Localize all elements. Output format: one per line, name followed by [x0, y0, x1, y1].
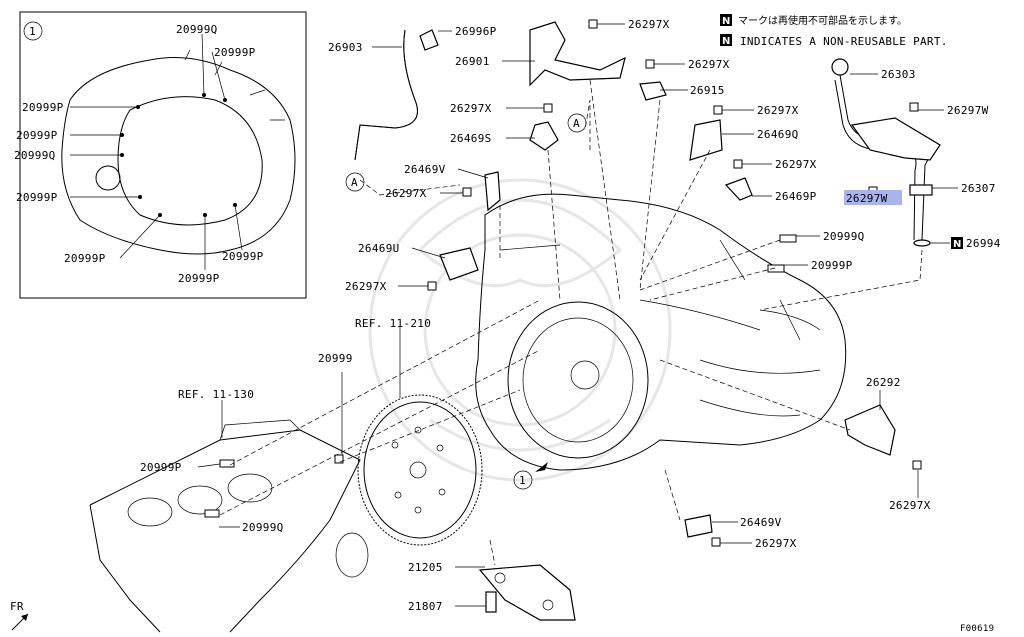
- view-marker: 1: [513, 462, 548, 490]
- view-marker-label: 1: [519, 474, 526, 487]
- label-26915: 26915: [690, 84, 725, 97]
- figure-id: F00619: [960, 624, 994, 634]
- label-20999q-left: 20999Q: [242, 521, 284, 534]
- label-26297x-h: 26297X: [889, 499, 931, 512]
- small-brackets: [439, 21, 896, 538]
- label-inset-20999p-l2: 20999P: [16, 129, 58, 142]
- label-26297x-d: 26297X: [757, 104, 799, 117]
- marker-a-left-label: A: [351, 176, 358, 189]
- legend-jp: マークは再使用不可部品を示します。: [738, 14, 907, 27]
- n-symbol-box-26994: [951, 237, 963, 249]
- label-ref-11-130: REF. 11-130: [178, 388, 254, 401]
- leader-lines: [197, 23, 958, 607]
- label-inset-20999p-b1: 20999P: [64, 252, 106, 265]
- inset-port: [95, 165, 121, 191]
- label-20999q-right: 20999Q: [823, 230, 865, 243]
- label-26994: 26994: [966, 237, 1001, 250]
- label-26469s: 26469S: [450, 132, 492, 145]
- label-26297x-e: 26297X: [775, 158, 817, 171]
- label-26469q: 26469Q: [757, 128, 799, 141]
- label-21205: 21205: [408, 561, 443, 574]
- label-26297x-f: 26297X: [385, 187, 427, 200]
- label-ref-11-210: REF. 11-210: [355, 317, 431, 330]
- watermark-emblem: [368, 178, 672, 482]
- engine-block: [89, 419, 369, 633]
- label-26297x-a: 26297X: [628, 18, 670, 31]
- inset-frame: [19, 11, 307, 299]
- label-inset-20999q-l3: 20999Q: [14, 149, 56, 162]
- n-symbol-1: N: [722, 16, 730, 27]
- label-26297x-b: 26297X: [688, 58, 730, 71]
- breather-hose: [354, 29, 439, 161]
- marker-a-right-label: A: [573, 117, 580, 130]
- n-symbol-box-1: [720, 14, 732, 26]
- label-20999p-left: 20999P: [140, 461, 182, 474]
- part-labels: 26903 26996P 26901 26297X 26297X 26915 2…: [140, 18, 1001, 634]
- inset-detail: 1 20999Q 20999P 20999P 20999P 20999Q 209…: [14, 11, 307, 299]
- label-inset-20999p-b2: 20999P: [178, 272, 220, 285]
- label-26297w: 26297W: [947, 104, 989, 117]
- front-indicator: FR: [10, 600, 29, 631]
- bell-housing-opening: [507, 301, 649, 459]
- label-inset-20999p-l1: 20999P: [22, 101, 64, 114]
- n-symbol-26994: N: [953, 239, 961, 250]
- flywheel: [357, 394, 483, 546]
- label-26303: 26303: [881, 68, 916, 81]
- label-26292: 26292: [866, 376, 901, 389]
- label-26307: 26307: [961, 182, 996, 195]
- inset-housing: [61, 57, 296, 255]
- label-26469u: 26469U: [358, 242, 400, 255]
- label-inset-20999p-l4: 20999P: [16, 191, 58, 204]
- inset-bell-opening: [117, 96, 263, 226]
- bracket-21205: [478, 564, 576, 621]
- n-symbol-2: N: [722, 36, 730, 47]
- highlight-box-26297w: [844, 190, 902, 205]
- label-26297x-i: 26297X: [755, 537, 797, 550]
- label-inset-20999q-top: 20999Q: [176, 23, 218, 36]
- label-26996p: 26996P: [455, 25, 497, 38]
- label-26297x-c: 26297X: [450, 102, 492, 115]
- n-symbol-box-2: [720, 34, 732, 46]
- transaxle-body: [475, 193, 847, 471]
- label-26297w-highlighted[interactable]: 26297W: [846, 192, 888, 205]
- label-20999: 20999: [318, 352, 353, 365]
- marker-a-group: A A: [345, 113, 587, 192]
- dipstick-assembly: [831, 58, 941, 247]
- legend: N マークは再使用不可部品を示します。 N INDICATES A NON-RE…: [720, 14, 948, 48]
- label-21807: 21807: [408, 600, 443, 613]
- label-inset-20999p-top: 20999P: [214, 46, 256, 59]
- label-26901: 26901: [455, 55, 490, 68]
- label-26297x-g: 26297X: [345, 280, 387, 293]
- marker-a-right: [567, 113, 587, 133]
- label-20999p-right: 20999P: [811, 259, 853, 272]
- label-26903: 26903: [328, 41, 363, 54]
- label-26469v-a: 26469V: [404, 163, 446, 176]
- label-26469p: 26469P: [775, 190, 817, 203]
- inset-circle-label: 1: [29, 25, 36, 38]
- marker-a-left: [345, 172, 365, 192]
- label-inset-20999p-br: 20999P: [222, 250, 264, 263]
- dashed-lines: [219, 79, 923, 566]
- inset-circle-marker: [23, 21, 43, 41]
- inset-leaders: [70, 33, 243, 270]
- legend-en: INDICATES A NON-REUSABLE PART.: [740, 35, 948, 48]
- fr-label: FR: [10, 600, 24, 613]
- label-26469v-b: 26469V: [740, 516, 782, 529]
